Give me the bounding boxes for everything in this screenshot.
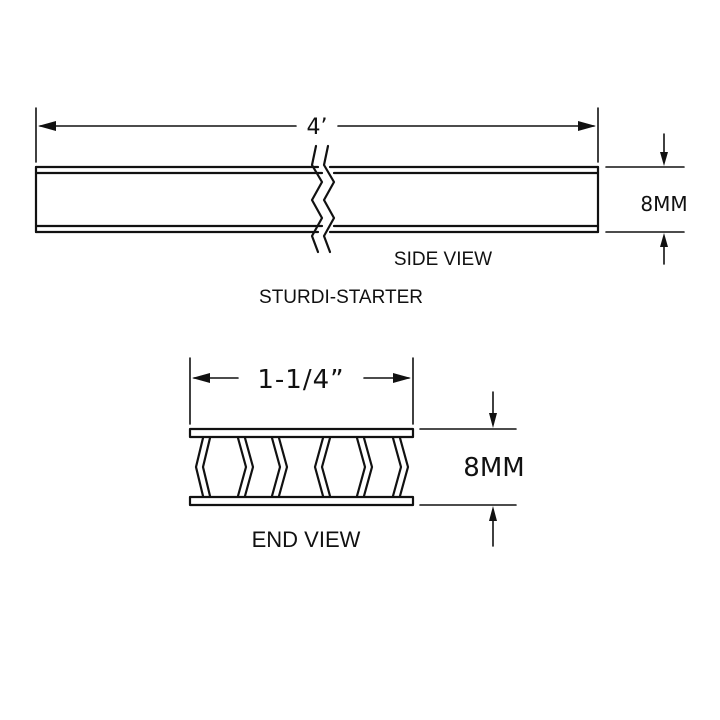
end-thickness-dimension	[419, 391, 517, 547]
end-flutes	[194, 436, 410, 498]
arrowhead-left	[38, 121, 56, 131]
end-bottom-skin	[188, 495, 415, 507]
end-thickness-label: 8MM	[463, 453, 524, 483]
end-view: 1-1/4” 8MM E	[188, 357, 525, 552]
side-length-dimension	[38, 121, 596, 131]
side-board	[34, 144, 600, 254]
side-thickness-dimension	[605, 133, 685, 265]
end-width-label: 1-1/4”	[257, 365, 344, 395]
side-thickness-label: 8MM	[640, 192, 687, 216]
side-view-caption: SIDE VIEW	[394, 249, 492, 270]
side-view: 4’ 8MM SIDE VIEW	[34, 107, 688, 270]
arrowhead-right	[578, 121, 596, 131]
end-width-dimension	[192, 373, 411, 383]
end-top-skin	[188, 427, 415, 439]
break-line-left	[310, 144, 324, 254]
end-view-caption: END VIEW	[252, 527, 361, 552]
break-line-right	[322, 144, 336, 254]
product-name: STURDI-STARTER	[259, 287, 423, 308]
side-length-label: 4’	[307, 115, 328, 140]
